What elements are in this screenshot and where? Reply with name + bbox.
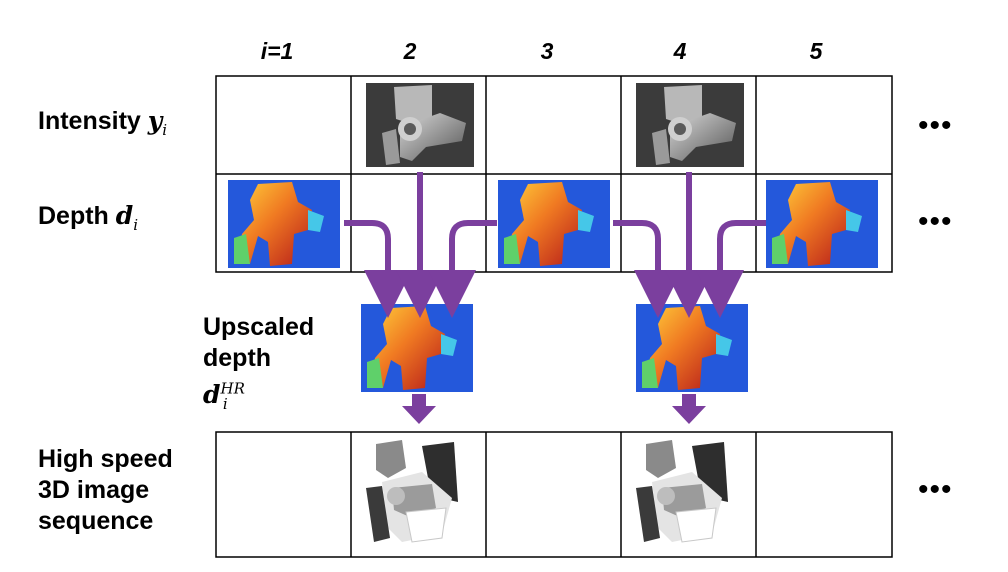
- arrow-depth3-to-upscaled2: [428, 220, 497, 318]
- input-grid: [215, 75, 893, 273]
- highspeed-label-line3: sequence: [38, 507, 154, 535]
- column-header-5: 5: [809, 38, 823, 64]
- intensity-ellipsis: •••: [918, 109, 953, 142]
- intensity-row-label: Intensity yi: [38, 105, 167, 146]
- arrow-depth5-to-upscaled4: [696, 220, 766, 318]
- depth-image-1: [228, 180, 340, 268]
- highspeed-label-line1: High speed: [38, 445, 173, 473]
- column-header-2: 2: [403, 38, 417, 64]
- output-grid: [215, 431, 893, 558]
- fusion-arrows-2: [344, 172, 497, 318]
- upscaled-label-line1: Upscaled: [203, 313, 315, 341]
- column-header-4: 4: [673, 38, 687, 64]
- highspeed-ellipsis: •••: [918, 473, 953, 506]
- depth-row-label: Depth di: [38, 200, 138, 241]
- highspeed-label-line2: 3D image: [38, 476, 150, 504]
- 3d-image-2: [365, 439, 459, 543]
- upscaled-depth-image-4: [636, 304, 748, 392]
- depth-image-3: [498, 180, 610, 268]
- intensity-image-2: [366, 83, 474, 167]
- depth-ellipsis: •••: [918, 205, 953, 238]
- arrow-depth1-to-upscaled2: [344, 220, 412, 318]
- column-header-1: i=1: [260, 38, 294, 64]
- arrow-upscaled4-to-3d4: [672, 394, 706, 424]
- depth-image-5: [766, 180, 878, 268]
- column-header-3: 3: [540, 38, 554, 64]
- intensity-image-4: [636, 83, 744, 167]
- depth-label-text: Depth: [38, 202, 109, 230]
- intensity-symbol: yi: [147, 106, 168, 139]
- upscaled-symbol: dHRi: [203, 380, 245, 414]
- fusion-arrows-4: [613, 172, 766, 318]
- upscaled-depth-image-2: [361, 304, 473, 392]
- depth-symbol: di: [115, 201, 139, 234]
- intensity-label-text: Intensity: [38, 107, 141, 135]
- reconstruction-arrows: [402, 394, 706, 424]
- arrow-depth3-to-upscaled4: [613, 220, 682, 318]
- 3d-image-4: [635, 439, 729, 543]
- upscaled-label-line2: depth dHRi: [203, 344, 272, 414]
- upscaled-row-label: Upscaled depth dHRi: [203, 312, 314, 420]
- highspeed-row-label: High speed 3D image sequence: [38, 444, 173, 537]
- arrow-upscaled2-to-3d2: [402, 394, 436, 424]
